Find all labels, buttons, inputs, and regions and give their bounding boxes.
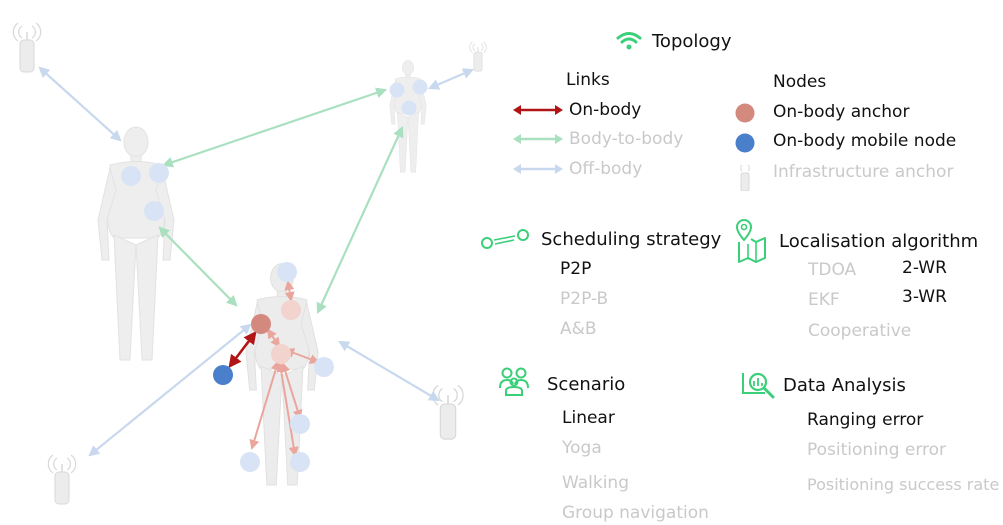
links-header: Links [566, 70, 610, 90]
localisation-item-3-wr: 3-WR [902, 287, 947, 307]
antenna-tower-icon [432, 384, 464, 441]
on-body-link-faded [284, 348, 320, 364]
off-body-link [88, 323, 252, 457]
off-body-link [338, 340, 440, 402]
topology-scene [12, 22, 487, 505]
scenario-title: Scenario [547, 374, 626, 395]
on-body-link-faded [280, 362, 303, 420]
body-to-body-link [161, 87, 388, 168]
analysis-title: Data Analysis [783, 375, 906, 396]
scheduling-item-a-and-b: A&B [560, 319, 597, 339]
mobile-node-active [213, 365, 233, 385]
mobile-node-faded [314, 357, 334, 377]
scheduling-item-p2p: P2P [560, 259, 592, 279]
on-body-link-faded [284, 280, 295, 302]
body-to-body-link [158, 226, 238, 307]
off-body-link [427, 68, 475, 90]
on-body-link-faded [249, 360, 281, 450]
mobile-node-faded [240, 452, 260, 472]
scenario-item-group-navigation: Group navigation [562, 503, 709, 523]
mobile-node-faded [389, 82, 405, 98]
map-pin-icon [735, 218, 766, 263]
nodes-header: Nodes [773, 72, 827, 92]
nodes-item-anchor: On-body anchor [773, 102, 910, 122]
localisation-item-tdoa: TDOA [808, 260, 857, 280]
wifi-icon [616, 32, 642, 50]
nodes-item-infrastructure: Infrastructure anchor [773, 162, 954, 182]
nodes-item-mobile: On-body mobile node [773, 131, 957, 151]
analysis-item-ranging-error: Ranging error [807, 410, 924, 430]
localisation-item-2-wr: 2-WR [902, 258, 947, 278]
anchor-node-faded [281, 300, 301, 320]
mobile-node-faded [277, 262, 297, 282]
body-to-body-link-legend-icon [513, 134, 563, 144]
scenario-item-linear: Linear [562, 408, 615, 428]
antenna-tower-icon [740, 164, 750, 191]
mobile-node-faded [290, 414, 310, 434]
localisation-item-cooperative: Cooperative [808, 321, 912, 341]
antenna-tower-icon [469, 41, 487, 72]
scheduling-title: Scheduling strategy [541, 229, 722, 250]
people-group-icon [499, 367, 529, 396]
mobile-node-faded [149, 163, 169, 183]
mobile-node-faded [121, 166, 141, 186]
links-item-body-to-body: Body-to-body [569, 129, 684, 149]
links-item-off-body: Off-body [569, 159, 643, 179]
scenario-item-walking: Walking [562, 473, 629, 493]
mobile-node-faded [144, 201, 164, 221]
localisation-title: Localisation algorithm [779, 231, 979, 252]
magnifier-chart-icon [742, 372, 775, 399]
antenna-tower-icon [12, 22, 42, 73]
antenna-tower-icon [47, 454, 77, 505]
scheduling-item-p2p-b: P2P-B [560, 289, 609, 309]
mobile-node-faded [412, 79, 428, 95]
link-nodes-icon [481, 229, 529, 249]
analysis-item-positioning-success-rate: Positioning success rate [807, 475, 1000, 494]
body-figure-left [97, 126, 175, 361]
localisation-item-ekf: EKF [808, 290, 840, 310]
body-figure-right [389, 60, 427, 173]
off-body-link [38, 66, 122, 142]
analysis-item-positioning-error: Positioning error [807, 440, 947, 460]
on-body-link-active [228, 330, 257, 369]
on-body-link-faded [266, 328, 281, 348]
anchor-node-active [251, 314, 271, 334]
mobile-node-legend-icon [735, 133, 755, 153]
topology-title: Topology [652, 31, 732, 52]
links-item-on-body: On-body [569, 100, 642, 120]
anchor-node-faded [271, 344, 291, 364]
anchor-node-legend-icon [735, 103, 755, 123]
on-body-link-legend-icon [513, 105, 563, 115]
body-to-body-link [316, 125, 404, 315]
mobile-node-faded [290, 452, 310, 472]
off-body-link-legend-icon [513, 164, 563, 174]
scenario-item-yoga: Yoga [562, 438, 602, 458]
mobile-node-faded [401, 100, 417, 116]
